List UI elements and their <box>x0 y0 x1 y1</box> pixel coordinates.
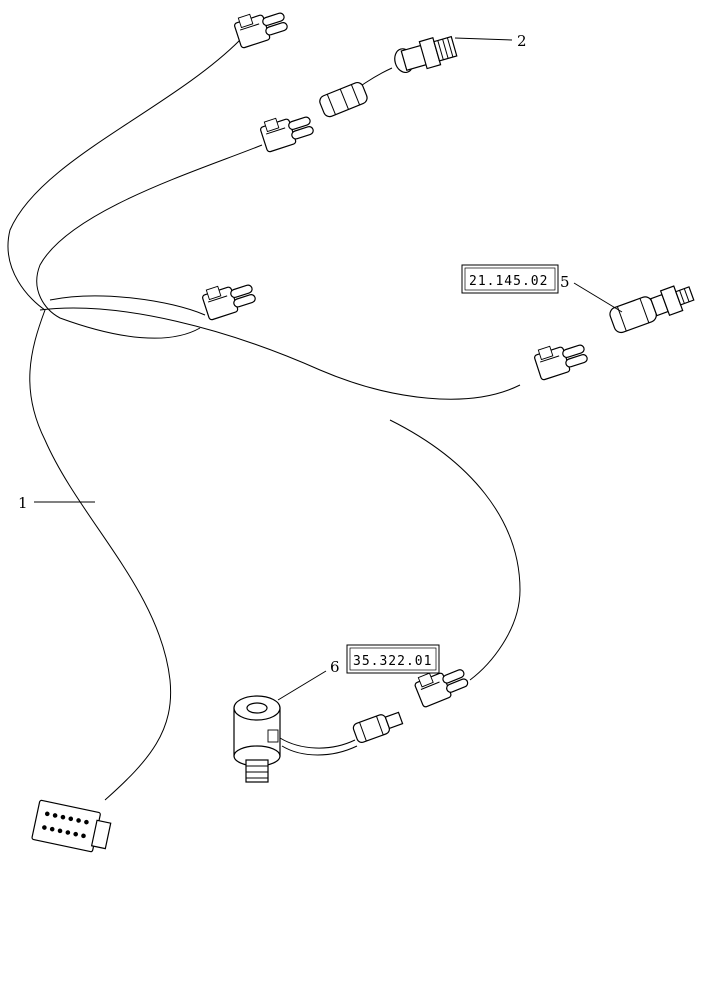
ref-solenoid: 35.322.01 <box>353 654 432 669</box>
leader-5 <box>573 282 623 313</box>
callout-6: 6 <box>330 658 340 676</box>
sender-top-part <box>319 35 458 118</box>
callout-1: 1 <box>18 494 28 512</box>
wire-trunk-second <box>36 144 263 339</box>
callout-2: 2 <box>517 32 527 50</box>
wire-solenoid-lead <box>279 737 356 749</box>
wire-trunk-main <box>7 39 241 801</box>
solenoid-part <box>233 695 404 783</box>
wire-solenoid-lead-2 <box>281 745 358 756</box>
connector-left-middle <box>202 284 256 321</box>
connector-solenoid-side <box>414 669 469 708</box>
ref-box-solenoid: 35.322.01 <box>346 644 440 674</box>
wire-upper-connector <box>49 295 206 316</box>
connector-right <box>534 344 588 381</box>
pressure-switch-part <box>609 285 695 334</box>
connector-top <box>234 12 288 49</box>
wire-to-solenoid <box>389 419 521 681</box>
connector-multipin-bottom <box>31 799 112 853</box>
callout-5: 5 <box>560 273 570 291</box>
leader-2 <box>454 37 513 41</box>
ref-box-pressure-switch: 21.145.02 <box>461 264 559 294</box>
connector-upper-middle <box>260 116 314 153</box>
ref-pressure-switch: 21.145.02 <box>469 274 548 289</box>
wire-cross-right <box>39 307 521 400</box>
leader-6 <box>277 670 327 701</box>
